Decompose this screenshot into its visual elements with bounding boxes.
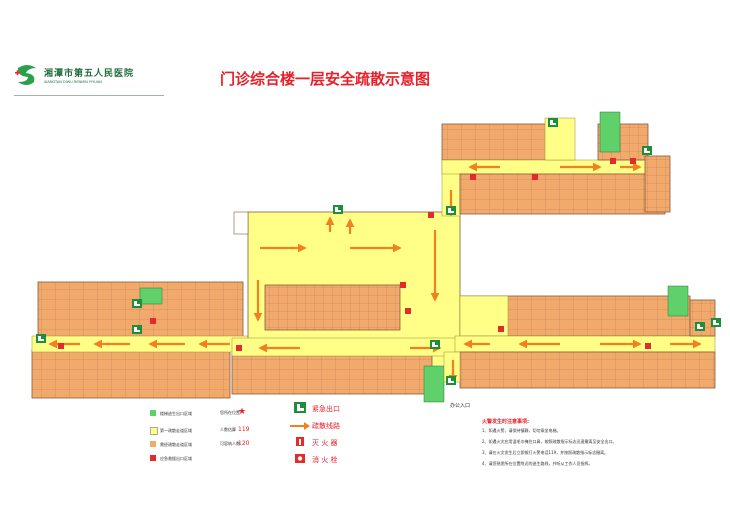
hospital-logo: 湘潭市第五人民医院 XIANGTAN DIWU RENMIN YIYUAN	[14, 60, 164, 100]
legend-label: 紧急出口	[312, 405, 340, 413]
you-are-here-icon: ★	[238, 407, 247, 417]
fire-notes-title: 火警发生时注意事项:	[482, 419, 530, 425]
exit-sign-icon	[446, 376, 456, 385]
hydrant-icon	[400, 282, 406, 288]
hospital-logo-icon	[15, 65, 36, 85]
hospital-name-en: XIANGTAN DIWU RENMIN YIYUAN	[44, 80, 102, 84]
exit-sign-icon	[711, 318, 721, 327]
hydrant-icon	[236, 345, 242, 351]
hydrant-icon	[470, 174, 476, 180]
legend-value-label: 您所在位置	[220, 410, 240, 415]
hydrant-icon	[58, 343, 64, 349]
entrance-label: 办公入口	[450, 403, 471, 409]
exit-sign-icon	[695, 322, 705, 331]
legend-swatch	[150, 441, 156, 447]
legend-row: 灭 火 器	[290, 436, 400, 450]
room-block-north-bottom	[459, 173, 666, 215]
central-left-room	[233, 211, 249, 235]
central-rooms	[264, 284, 401, 331]
legend-row: 紧急出口	[290, 402, 400, 416]
legend-label: 第一疏散走道区域	[160, 428, 192, 433]
fire-note-item: 2、如遇火灾应用湿毛巾掩住口鼻，按照疏散指示标志迅速撤离至安全出口。	[482, 439, 617, 444]
central-south-rooms	[231, 353, 433, 395]
stair-east	[667, 285, 689, 317]
legend-label: 需经疏散走道区域	[160, 442, 192, 447]
hydrant-icon	[645, 343, 651, 349]
exit-sign-icon	[294, 402, 306, 413]
legend-label: 应急救援出口区域	[160, 456, 192, 461]
exit-sign-icon	[333, 205, 343, 214]
logo-divider	[14, 95, 164, 96]
legend-row: 需经疏散走道区域 可容纳人数 120	[150, 440, 260, 449]
hospital-name: 湘潭市第五人民医院	[44, 69, 135, 79]
stair-south	[423, 365, 445, 403]
legend-number: 119	[238, 426, 250, 433]
legend-swatch	[150, 455, 156, 461]
hydrant-icon	[630, 158, 636, 164]
fire-note-item: 1、如遇火警，请保持镇静，切勿乘坐电梯。	[482, 428, 561, 433]
fire-note-item: 3、请在火灾发生后立即拨打火警电话119，并按照疏散指示标志撤离。	[482, 450, 609, 455]
legend-value-label: 人数估算	[220, 427, 236, 432]
legend-row: 应急救援出口区域	[150, 455, 260, 463]
hydrant-icon	[150, 318, 156, 324]
page-title: 门诊综合楼一层安全疏散示意图	[220, 70, 431, 88]
exit-sign-icon	[548, 118, 558, 127]
exit-sign-icon	[132, 325, 142, 334]
legend-label: 消 火 栓	[312, 456, 338, 464]
room-block-left-south	[31, 349, 231, 399]
hydrant-icon	[532, 174, 538, 180]
legend-row: 楼梯逃生出口区域 您所在位置 ★	[150, 407, 260, 418]
hydrant-icon	[498, 326, 504, 332]
exit-sign-icon	[36, 334, 46, 343]
evacuation-routes	[48, 162, 702, 384]
legend-number: 120	[238, 440, 250, 447]
legend-value-label: 可容纳人数	[220, 441, 240, 446]
room-block-east-south	[459, 351, 716, 389]
exit-signs	[36, 118, 721, 385]
legend-row: 消 火 栓	[290, 453, 400, 467]
legend-swatch	[150, 410, 156, 416]
fire-hydrant-icon	[295, 454, 305, 463]
legend-label: 灭 火 器	[312, 439, 338, 447]
exit-sign-icon	[430, 340, 440, 349]
legend-label: 楼梯逃生出口区域	[160, 411, 192, 416]
hydrant-icon	[428, 212, 434, 218]
hydrant-icon	[610, 158, 616, 164]
fire-note-item: 4、请您熟悉所在位置附近的逃生路线，并听从工作人员指挥。	[482, 461, 593, 466]
room-block-north-top	[441, 123, 551, 161]
north-east-rooms	[644, 155, 671, 213]
east-lobby	[459, 295, 509, 337]
legend-swatch	[150, 427, 158, 435]
exit-sign-icon	[132, 299, 142, 308]
legend-row: 疏散线路	[290, 419, 400, 433]
legend-label: 疏散线路	[312, 422, 340, 430]
exit-sign-icon	[642, 146, 652, 155]
exit-sign-icon	[446, 206, 456, 215]
hydrants	[58, 158, 651, 351]
fire-extinguisher-icon	[296, 437, 304, 446]
stair-left	[139, 287, 163, 305]
legend-row: 第一疏散走道区域 人数估算 119	[150, 426, 260, 435]
arrow-right-icon	[290, 422, 310, 430]
stair-north	[599, 111, 621, 153]
hydrant-icon	[405, 308, 411, 314]
fire-notes: 火警发生时注意事项: 1、如遇火警，请保持镇静，切勿乘坐电梯。 2、如遇火灾应用…	[482, 418, 682, 472]
